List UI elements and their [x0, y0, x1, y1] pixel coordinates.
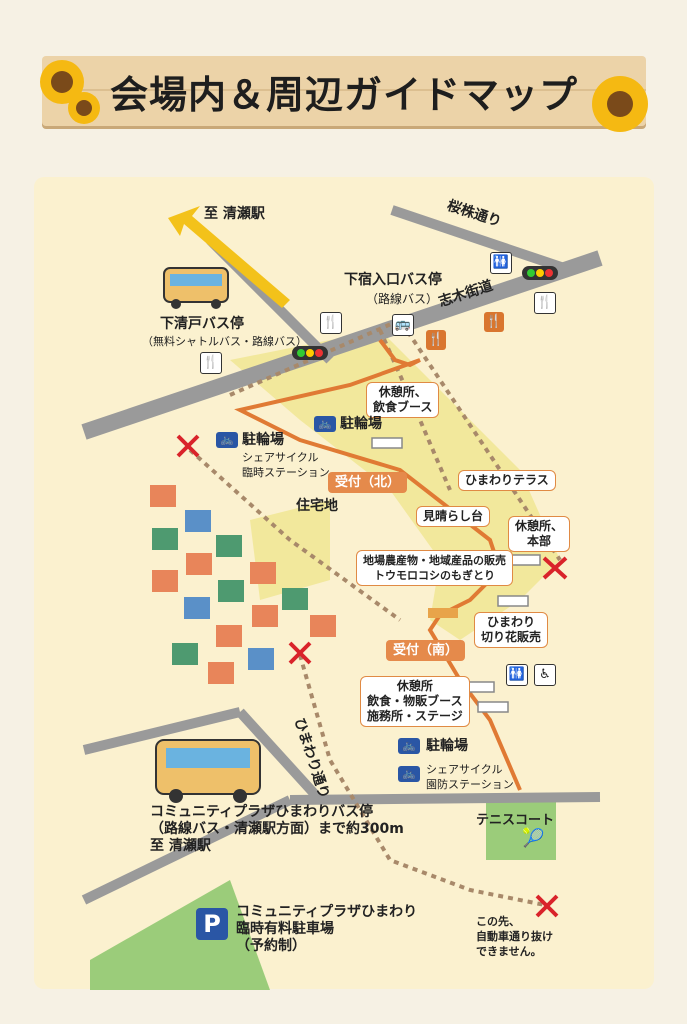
no-through-label: この先、 自動車通り抜け できません。: [476, 915, 553, 958]
bus-icon: 🚌: [392, 314, 414, 336]
bicycle-icon: 🚲: [314, 416, 336, 432]
blocked-marks: [176, 434, 568, 918]
shimokiyoto-sub-label: （無料シャトルバス・路線バス）: [142, 335, 307, 348]
local-products-label: 地場農産物・地域産品の販売 トウモロコシのもぎとり: [356, 550, 513, 586]
restaurant-icon: 🍴: [534, 292, 556, 314]
path-west: [188, 448, 402, 622]
bike-parking-label-3: 駐輪場: [426, 738, 468, 754]
path-perimeter: [229, 317, 562, 562]
cut-flower-label: ひまわり 切り花販売: [474, 612, 549, 648]
himawari-terrace-label: ひまわりテラス: [458, 470, 556, 491]
path-himawari: [298, 654, 546, 907]
sakura-road: [390, 205, 572, 275]
tennis-court-area: [486, 800, 556, 860]
shimojuku-stop-label: 下宿入口バス停: [344, 272, 442, 288]
traffic-light-right: [522, 266, 558, 280]
rest-stage-label: 休憩所 飲食・物販ブース 施務所・ステージ: [360, 676, 470, 727]
wheelchair-icon: ♿: [534, 664, 556, 686]
parking-label: コミュニティプラザひまわり 臨時有料駐車場 （予約制）: [236, 904, 418, 954]
restroom-icon: 🚻: [490, 252, 512, 274]
community-stop-label: コミュニティプラザひまわりバス停 （路線バス・清瀬駅方面）まで約300m 至 清…: [150, 804, 404, 854]
sunflower-left-icon: [40, 60, 100, 124]
traffic-light-left: [292, 346, 328, 360]
share-cycle-temp-label: シェアサイクル 臨時ステーション: [242, 451, 330, 479]
restaurant-icon: 🍴: [484, 312, 504, 332]
field-area: [250, 500, 330, 600]
title-board: [42, 56, 646, 126]
rest-food-label: 休憩所、 飲食ブース: [366, 382, 440, 418]
share-cycle-bousai-label: シェアサイクル 園防ステーション: [426, 763, 514, 791]
shimojuku-sub-label: （路線バス）: [366, 292, 439, 306]
bike-parking-label-2: 駐輪場: [242, 432, 284, 448]
rest-hq-label: 休憩所、 本部: [508, 516, 571, 552]
residential-houses: [150, 485, 336, 684]
bus-bottom: [155, 739, 261, 803]
shimokiyoto-stop-label: 下清戸バス停: [160, 316, 244, 332]
reception-south-label: 受付（南）: [386, 640, 466, 661]
kiyose-arrow: [168, 206, 290, 308]
restaurant-icon: 🍴: [426, 330, 446, 350]
page-title: 会場内＆周辺ガイドマップ: [109, 73, 578, 117]
tents: [371, 437, 541, 713]
lower-road-d: [81, 795, 293, 905]
restaurant-icon: 🍴: [200, 352, 222, 374]
tennis-label: テニスコート: [476, 813, 555, 828]
parking-icon: P: [196, 908, 228, 940]
lower-road-b: [236, 708, 324, 804]
reception-north-label: 受付（北）: [328, 472, 408, 493]
restaurant-icon: 🍴: [320, 312, 342, 334]
lower-road-a: [82, 707, 242, 755]
bicycle-icon: 🚲: [398, 766, 420, 782]
viewpoint-label: 見晴らし台: [416, 506, 491, 527]
residential-label: 住宅地: [296, 498, 338, 514]
bicycle-icon: 🚲: [398, 738, 420, 754]
to-kiyose-label: 至 清瀬駅: [204, 206, 265, 222]
bus-top: [163, 267, 229, 309]
restroom-icon: 🚻: [506, 664, 528, 686]
park-area: [90, 880, 270, 990]
lower-road-c: [289, 792, 601, 805]
bicycle-icon: 🚲: [216, 432, 238, 448]
reception-south-tent: [428, 608, 458, 618]
bike-parking-label: 駐輪場: [340, 416, 382, 432]
sunflower-right-icon: [592, 76, 648, 132]
tennis-icon: 🎾: [522, 828, 545, 849]
